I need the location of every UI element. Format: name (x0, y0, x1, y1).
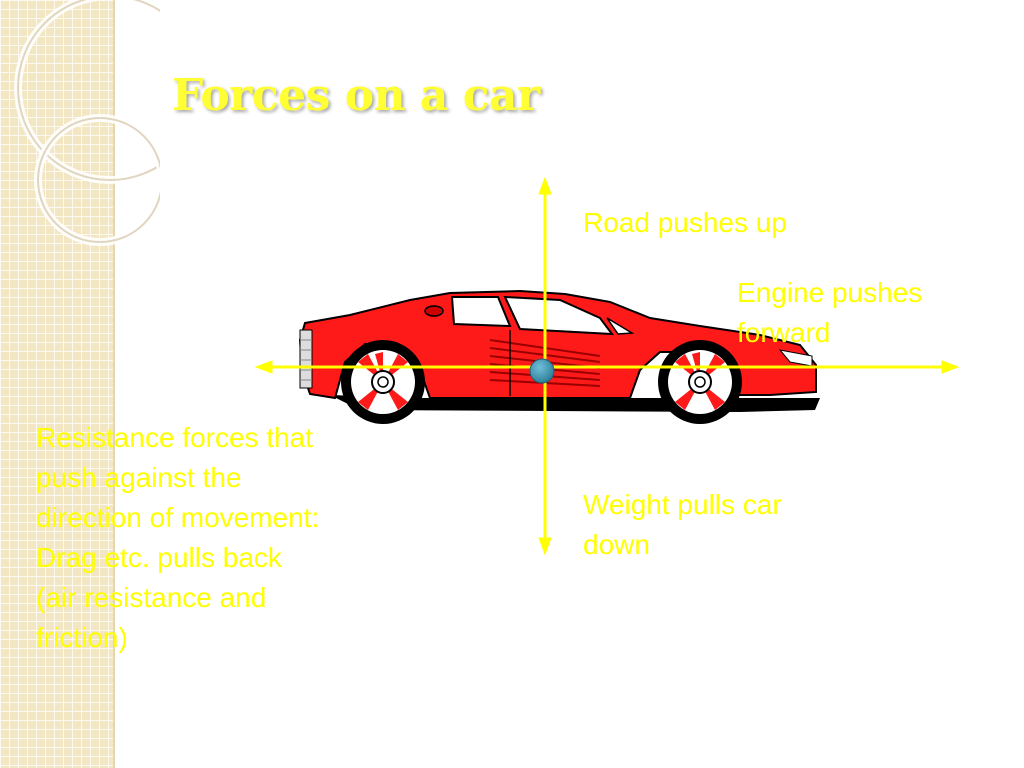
decorative-rings (14, 0, 160, 246)
force-label-up: Road pushes up (583, 207, 787, 238)
arrow-left-icon (254, 360, 273, 374)
force-label-back: Resistance forces that push against the … (36, 422, 320, 653)
decorative-side-strip (0, 0, 115, 768)
arrow-down-icon (538, 537, 552, 556)
force-label-down: Weight pulls car down (583, 489, 782, 560)
slide-title: Forces on a car (172, 70, 540, 121)
force-label-forward: Engine pushes forward (737, 277, 923, 348)
center-of-mass-dot (529, 358, 555, 384)
arrow-up-icon (538, 176, 552, 195)
arrow-right-icon (941, 360, 960, 374)
